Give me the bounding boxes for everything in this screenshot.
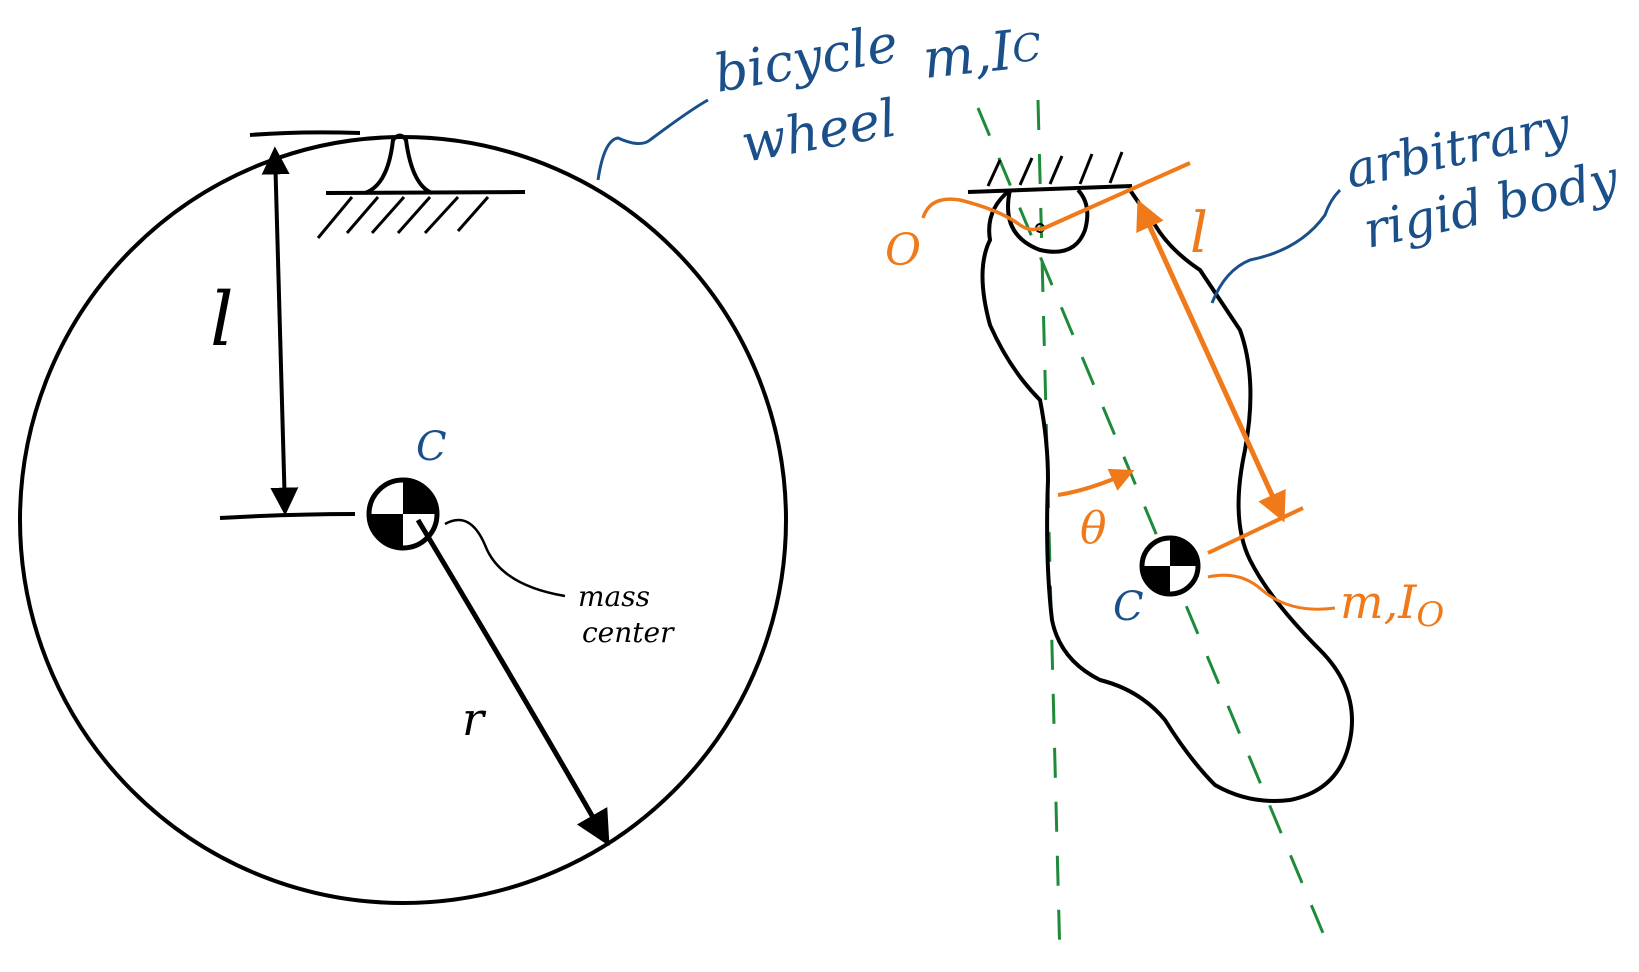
- mass-center-label-line1: mass: [578, 580, 650, 613]
- wheel-mass-inertia: m,IC: [920, 16, 1045, 91]
- pivot-notch: [1006, 188, 1090, 254]
- theta-arc: [1057, 468, 1135, 497]
- wheel-center-line: [219, 512, 356, 520]
- wheel-label-leader: [596, 98, 709, 181]
- pivot-extension-line: [1039, 161, 1191, 232]
- body-center-label: C: [1113, 584, 1144, 630]
- body-inertia-subscript: O: [1416, 595, 1444, 635]
- wheel-length-label: l: [210, 277, 234, 363]
- body-axis-line: [976, 107, 1330, 946]
- body-mass-center-symbol: [1139, 535, 1201, 597]
- vertical-reference-line: [1036, 99, 1062, 961]
- body-support-hatching: [986, 151, 1124, 187]
- body-length-label: l: [1190, 201, 1208, 266]
- wheel-mass-center-symbol: [366, 477, 440, 551]
- wheel-center-label: C: [416, 424, 447, 470]
- wheel-radius-label: r: [462, 692, 487, 746]
- support-hatching: [316, 195, 490, 239]
- theta-label: θ: [1080, 503, 1107, 554]
- body-support-line: [967, 184, 1133, 194]
- support-hook: [364, 133, 433, 195]
- mass-center-label-line2: center: [582, 616, 675, 649]
- rigid-body-outline: [980, 188, 1354, 803]
- support-ground-line: [325, 190, 526, 195]
- center-extension-line: [1207, 506, 1304, 555]
- wheel-length-arrow: [261, 146, 299, 516]
- body-mass-inertia: m,IO: [1340, 575, 1444, 635]
- bicycle-wheel-figure: l C r mass center bicycle wheel m,IC: [18, 14, 1045, 905]
- pivot-label: O: [885, 225, 921, 276]
- wheel-inertia-subscript: C: [1010, 25, 1044, 72]
- body-label-leader: [1210, 188, 1342, 304]
- pivot-leader: [921, 197, 1041, 232]
- wheel-top-line: [249, 130, 361, 137]
- body-mass-inertia-leader: [1207, 573, 1336, 611]
- wheel-radius-arrow: [415, 518, 610, 847]
- rigid-body-figure: O l θ C m,IO arbitrary rigid body: [885, 96, 1624, 961]
- wheel-label-line2: wheel: [737, 89, 901, 175]
- mass-center-leader: [444, 518, 566, 598]
- body-length-arrow: [1136, 199, 1286, 523]
